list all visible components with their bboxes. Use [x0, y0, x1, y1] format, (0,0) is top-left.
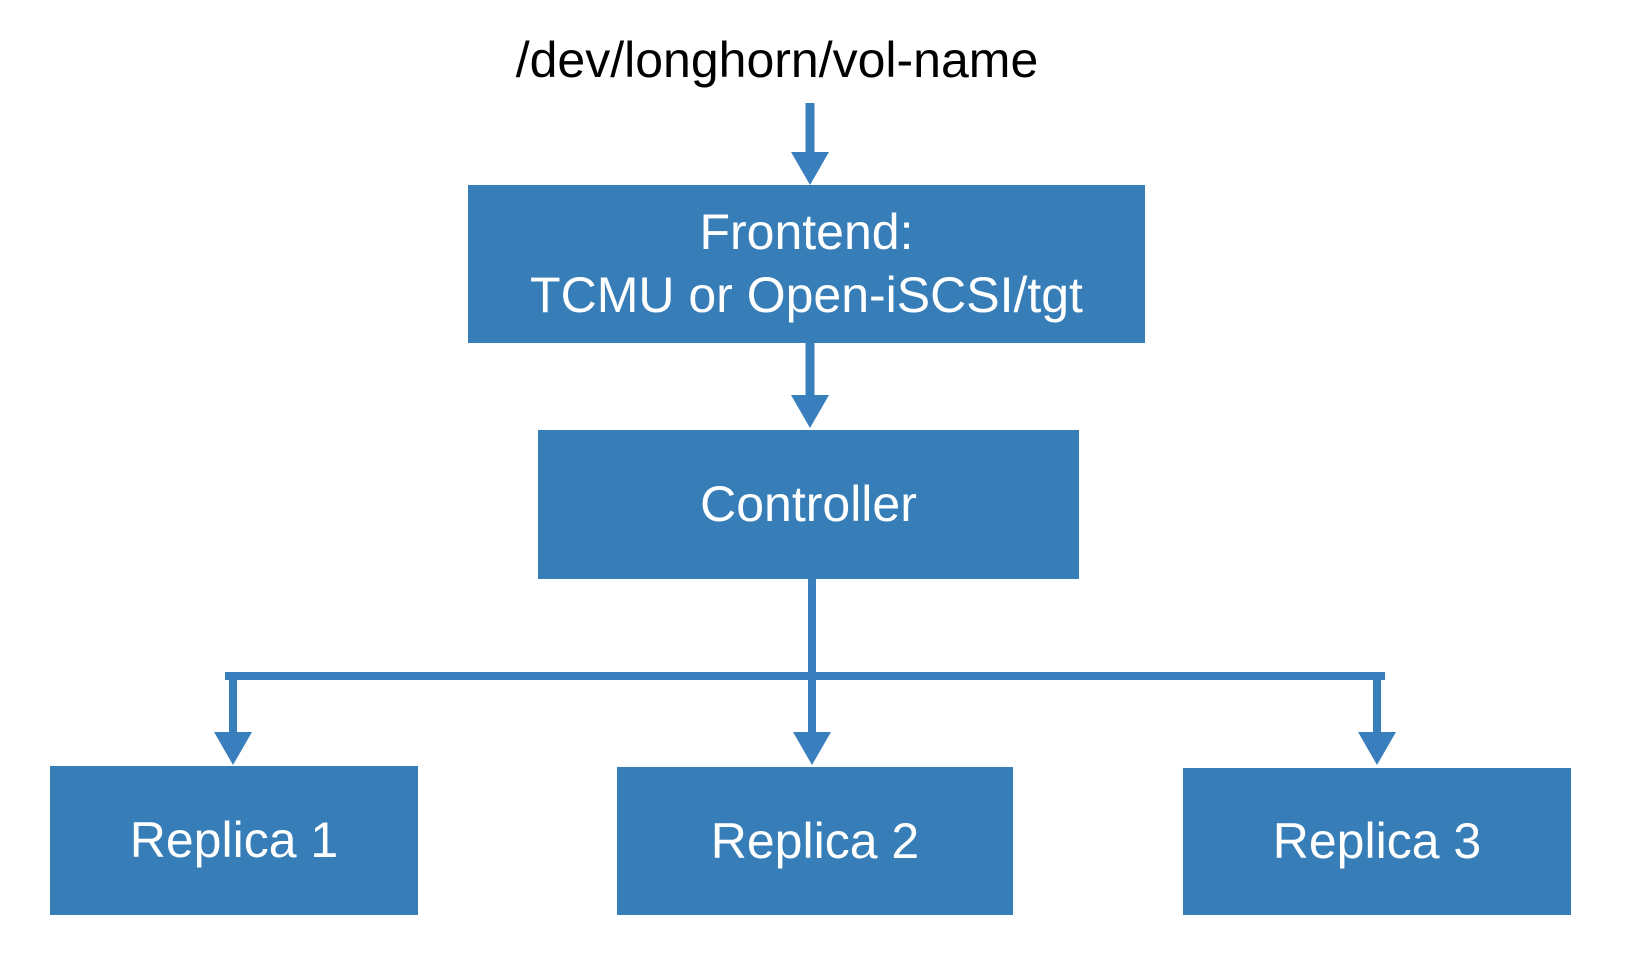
arrowhead-replica-2 — [793, 732, 831, 765]
frontend-label-line2: TCMU or Open-iSCSI/tgt — [530, 267, 1083, 323]
replica-2-label: Replica 2 — [710, 812, 920, 869]
replica-3-node: Replica 3 — [1183, 768, 1571, 915]
replica-1-label: Replica 1 — [129, 812, 339, 868]
frontend-node: Frontend: TCMU or Open-iSCSI/tgt — [468, 185, 1145, 343]
arrow-frontend-to-controller-head — [791, 395, 829, 428]
controller-node: Controller — [538, 430, 1079, 579]
arrowhead-replica-1 — [214, 732, 252, 765]
replica-3-label: Replica 3 — [1272, 813, 1482, 869]
connector-controller-to-replicas — [225, 575, 1385, 740]
replica-2-node: Replica 2 — [617, 767, 1013, 915]
frontend-label-line1: Frontend: — [699, 204, 914, 260]
arrow-title-to-frontend-head — [791, 152, 829, 185]
arrowhead-replica-3 — [1358, 732, 1396, 765]
replica-1-node: Replica 1 — [50, 766, 418, 915]
diagram-title: /dev/longhorn/vol-name — [515, 32, 1039, 88]
controller-label: Controller — [700, 476, 917, 532]
